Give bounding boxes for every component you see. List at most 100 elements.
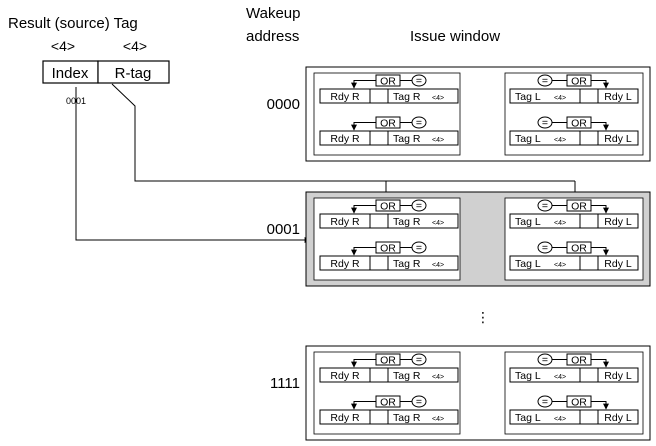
rdy-l-label: Rdy L (604, 412, 632, 424)
tag-width-label: <4> (432, 374, 444, 381)
eq-label: = (416, 200, 422, 212)
or-to-rdy-wire (591, 401, 609, 410)
tag-width-label: <4> (554, 374, 566, 381)
tag-width-label: <4> (554, 416, 566, 423)
tag-r-cell (387, 213, 459, 229)
rdy-r-label: Rdy R (330, 91, 360, 103)
compare-circle (411, 395, 427, 408)
tag-r-cell (387, 255, 459, 271)
index-field-label: Index (52, 65, 89, 82)
tag-r-label: Tag R (393, 133, 421, 145)
empty-cell (369, 130, 389, 146)
tag-r-cell (387, 409, 459, 425)
rdy-l-cell (597, 130, 639, 146)
or-label: OR (571, 243, 587, 255)
eq-label: = (542, 242, 548, 254)
rtag-field-label: R-tag (115, 65, 152, 82)
empty-cell (579, 409, 599, 425)
result-tag-title: Result (source) Tag (8, 15, 138, 32)
rdy-r-label: Rdy R (330, 412, 360, 424)
rdy-r-label: Rdy R (330, 133, 360, 145)
eq-label: = (542, 354, 548, 366)
empty-cell (369, 367, 389, 383)
eq-label: = (542, 396, 548, 408)
wakeup-address: 0001 (267, 221, 300, 238)
ellipsis: ⋮ (476, 309, 490, 325)
or-label: OR (380, 118, 396, 130)
or-to-rdy-wire (591, 80, 609, 89)
or-to-rdy-wire (591, 205, 609, 214)
rdy-l-cell (597, 255, 639, 271)
tag-l-label: Tag L (515, 216, 541, 228)
or-to-rdy-wire (351, 247, 376, 256)
or-label: OR (571, 201, 587, 213)
compare-circle (411, 116, 427, 129)
or-label: OR (571, 118, 587, 130)
tag-width-label: <4> (554, 262, 566, 269)
tag-width-label: <4> (432, 137, 444, 144)
tag-width-label: <4> (432, 95, 444, 102)
rdy-l-label: Rdy L (604, 370, 632, 382)
index-width-label: <4> (51, 38, 75, 54)
or-label: OR (380, 76, 396, 88)
rdy-l-cell (597, 88, 639, 104)
compare-circle (411, 74, 427, 87)
eq-label: = (416, 242, 422, 254)
empty-cell (579, 130, 599, 146)
eq-label: = (542, 200, 548, 212)
wakeup-label: Wakeup (246, 5, 300, 22)
or-to-rdy-wire (591, 359, 609, 368)
tag-r-label: Tag R (393, 258, 421, 270)
or-label: OR (380, 243, 396, 255)
empty-cell (579, 255, 599, 271)
tag-width-label: <4> (432, 262, 444, 269)
or-to-rdy-wire (351, 122, 376, 131)
tag-r-cell (387, 367, 459, 383)
rdy-r-label: Rdy R (330, 370, 360, 382)
or-to-rdy-wire (351, 205, 376, 214)
rtag-width-label: <4> (123, 38, 147, 54)
tag-width-label: <4> (432, 416, 444, 423)
rdy-l-cell (597, 213, 639, 229)
empty-cell (369, 88, 389, 104)
eq-label: = (416, 354, 422, 366)
tag-r-cell (387, 130, 459, 146)
tag-r-label: Tag R (393, 412, 421, 424)
or-to-rdy-wire (591, 247, 609, 256)
tag-width-label: <4> (554, 137, 566, 144)
wakeup-address: 1111 (270, 375, 300, 392)
wakeup-address: 0000 (267, 96, 300, 113)
eq-label: = (416, 117, 422, 129)
rdy-l-label: Rdy L (604, 216, 632, 228)
empty-cell (579, 367, 599, 383)
or-label: OR (571, 397, 587, 409)
or-label: OR (380, 397, 396, 409)
tag-l-label: Tag L (515, 370, 541, 382)
rdy-l-label: Rdy L (604, 133, 632, 145)
rdy-l-cell (597, 367, 639, 383)
tag-l-label: Tag L (515, 133, 541, 145)
eq-label: = (416, 396, 422, 408)
tag-l-label: Tag L (515, 91, 541, 103)
compare-circle (411, 353, 427, 366)
tag-width-label: <4> (554, 220, 566, 227)
tag-width-label: <4> (554, 95, 566, 102)
tag-r-label: Tag R (393, 370, 421, 382)
or-to-rdy-wire (351, 80, 376, 89)
or-label: OR (380, 355, 396, 367)
empty-cell (369, 255, 389, 271)
eq-label: = (542, 75, 548, 87)
empty-cell (369, 409, 389, 425)
tag-l-label: Tag L (515, 412, 541, 424)
eq-label: = (416, 75, 422, 87)
or-label: OR (571, 355, 587, 367)
or-to-rdy-wire (591, 122, 609, 131)
tag-l-label: Tag L (515, 258, 541, 270)
tag-r-label: Tag R (393, 91, 421, 103)
eq-label: = (542, 117, 548, 129)
rdy-l-label: Rdy L (604, 91, 632, 103)
